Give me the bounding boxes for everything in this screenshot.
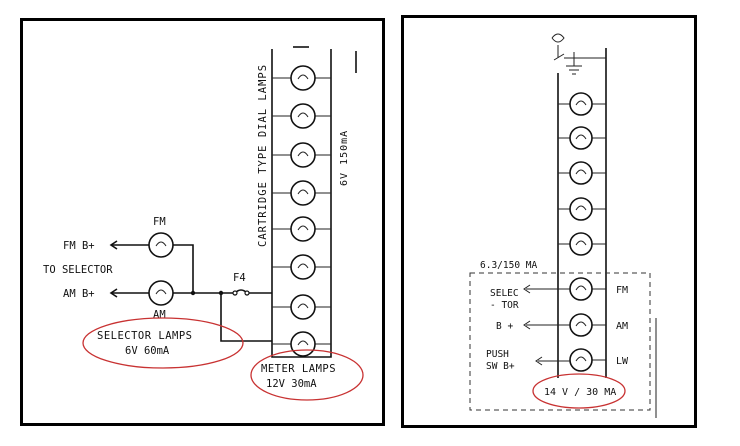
dial-lamp <box>558 197 606 221</box>
dial-lamp <box>558 92 606 116</box>
right-schematic-panel: 6.3/150 MA SELEC - TOR B + PUSH SW B+ FM… <box>401 15 697 428</box>
am-arrow-icon <box>109 288 118 298</box>
right-schematic: 6.3/150 MA SELEC - TOR B + PUSH SW B+ FM… <box>469 33 657 418</box>
selector-arrow-icon <box>523 284 531 294</box>
fm-label: FM <box>616 285 628 296</box>
am-label: AM <box>616 321 628 332</box>
ground-icon <box>566 52 582 75</box>
fm-bplus-label: FM B+ <box>63 240 95 252</box>
selector-lamps-title: SELECTOR LAMPS <box>97 330 193 342</box>
dial-lamp <box>272 216 331 242</box>
bplus-label: B + <box>496 321 513 332</box>
rating-highlight-oval <box>532 373 626 409</box>
ground-clip-icon <box>551 33 565 43</box>
fm-selector-lamp <box>148 232 174 258</box>
bplus-arrow-icon <box>523 320 531 330</box>
selector-dashed-box <box>469 272 651 411</box>
dial-lamp <box>272 103 331 129</box>
lw-label: LW <box>616 356 629 367</box>
selector-highlight-oval <box>82 317 244 369</box>
fuse-label: F4 <box>233 272 246 284</box>
fm-wire <box>173 244 194 293</box>
left-schematic-panel: CARTRIDGE TYPE DIAL LAMPS 6V 150mA FM FM… <box>20 18 385 426</box>
dial-lamp <box>558 232 606 256</box>
push-arrow-icon <box>535 356 543 366</box>
lw-selector-lamp <box>569 348 606 372</box>
junction-dot <box>190 290 196 296</box>
am-selector-lamp <box>148 280 174 306</box>
push-label-1: PUSH <box>486 349 509 360</box>
dial-lamp <box>272 65 331 91</box>
dial-lamp <box>558 126 606 150</box>
selector-lamps-rating: 6V 60mA <box>125 345 170 357</box>
fm-lamp-label: FM <box>153 216 166 228</box>
dial-lamp <box>272 254 331 280</box>
dial-lamp <box>272 142 331 168</box>
rating-small-label: 14 V / 30 MA <box>544 387 616 398</box>
am-bplus-label: AM B+ <box>63 288 95 300</box>
to-selector-label: TO SELECTOR <box>43 264 113 276</box>
meter-lamps-rating: 12V 30mA <box>266 378 317 390</box>
dial-lamps-title: CARTRIDGE TYPE DIAL LAMPS <box>257 64 269 247</box>
dial-rating-label: 6.3/150 MA <box>480 260 537 271</box>
dial-lamp <box>272 180 331 206</box>
am-lamp-label: AM <box>153 309 166 321</box>
am-selector-lamp <box>569 313 606 337</box>
selector-return-wire <box>220 293 272 342</box>
selector-label-1: SELEC <box>490 288 519 299</box>
push-label-2: SW B+ <box>486 361 515 372</box>
left-schematic: CARTRIDGE TYPE DIAL LAMPS 6V 150mA FM FM… <box>43 46 364 401</box>
selector-label-2: - TOR <box>490 300 519 311</box>
bottom-bus <box>271 351 332 358</box>
meter-lamps-title: METER LAMPS <box>261 363 336 375</box>
dial-lamp <box>558 161 606 185</box>
switch-icon <box>553 45 565 61</box>
fm-selector-lamp <box>569 277 606 301</box>
dial-lamps-rating: 6V 150mA <box>339 130 350 186</box>
fm-arrow-icon <box>109 240 118 250</box>
dial-lamp <box>272 294 331 320</box>
meter-highlight-oval <box>250 349 364 401</box>
